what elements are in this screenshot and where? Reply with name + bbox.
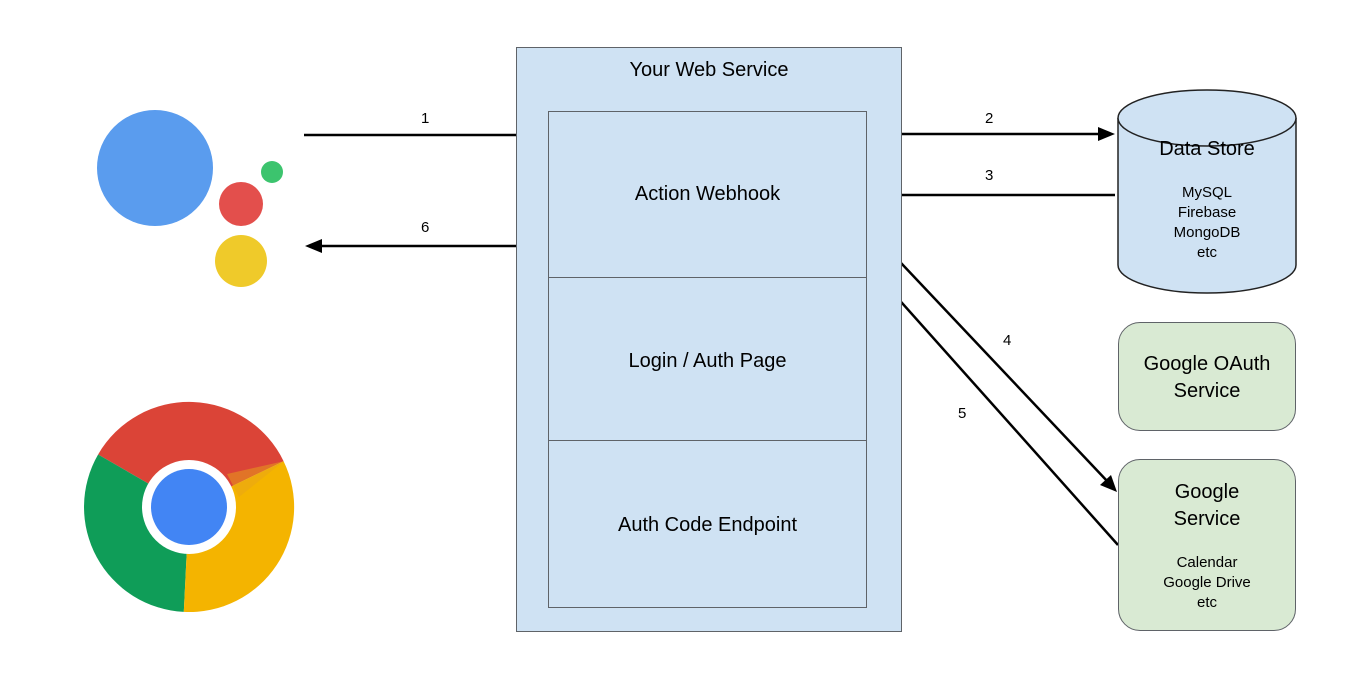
- arrow-3: [867, 188, 1115, 202]
- arrow-4: [866, 226, 1117, 492]
- auth-code-label: Auth Code Endpoint: [617, 514, 798, 536]
- arrow-5-label: 5: [958, 405, 967, 422]
- data-store-item: MongoDB: [1173, 224, 1241, 241]
- google-service-line2: Service: [1173, 508, 1241, 530]
- arrow-5: [868, 264, 1119, 546]
- arrow-2: [867, 127, 1115, 141]
- google-service-item: etc: [1196, 594, 1217, 611]
- auth-code-box: [548, 440, 867, 608]
- google-service-box: [1118, 459, 1296, 631]
- google-service-label: Google Service: [1118, 479, 1296, 533]
- arrow-6: [305, 239, 548, 253]
- data-store-item: etc: [1196, 244, 1217, 261]
- data-store-title: Data Store: [1159, 138, 1255, 160]
- arrow-6-label: 6: [421, 219, 430, 236]
- google-service-items: Calendar Google Drive etc: [1118, 553, 1296, 613]
- arrow-3-label: 3: [985, 167, 994, 184]
- data-store-cylinder: [1117, 89, 1297, 294]
- web-service-title: Your Web Service: [629, 59, 789, 81]
- google-oauth-box: [1118, 322, 1296, 431]
- google-assistant-icon: [97, 110, 283, 287]
- action-webhook-box: [548, 111, 867, 278]
- chrome-icon: [84, 401, 295, 613]
- google-oauth-line1: Google OAuth: [1143, 353, 1271, 375]
- data-store-item: Firebase: [1177, 204, 1237, 221]
- google-oauth-label: Google OAuth Service: [1118, 351, 1296, 405]
- google-service-item: Calendar: [1176, 554, 1238, 571]
- arrow-1: [304, 128, 548, 142]
- google-oauth-line2: Service: [1173, 380, 1241, 402]
- login-auth-label: Login / Auth Page: [628, 350, 787, 372]
- data-store-items: MySQL Firebase MongoDB etc: [1118, 183, 1296, 263]
- login-auth-box: [548, 277, 867, 441]
- google-service-item: Google Drive: [1163, 574, 1251, 591]
- arrow-4-label: 4: [1003, 332, 1012, 349]
- arrow-1-label: 1: [421, 110, 430, 127]
- data-store-item: MySQL: [1181, 184, 1232, 201]
- arrow-2-label: 2: [985, 110, 994, 127]
- action-webhook-label: Action Webhook: [634, 183, 781, 205]
- google-service-line1: Google: [1174, 481, 1240, 503]
